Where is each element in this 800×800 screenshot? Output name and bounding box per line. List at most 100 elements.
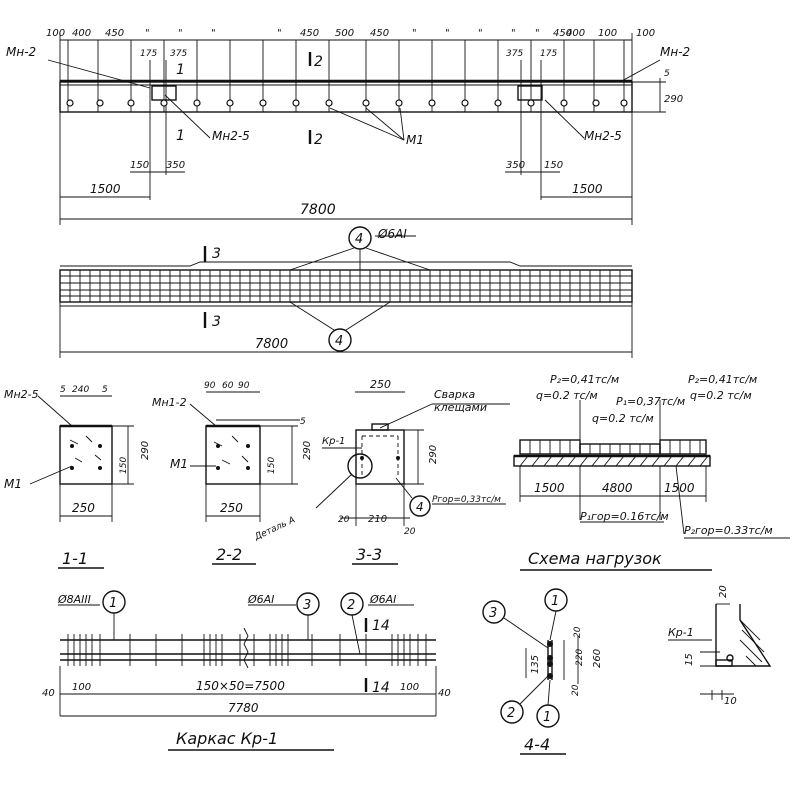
dim-ditto-4: " [277,28,282,39]
load-scheme: P₂=0,41тс/м q=0.2 тс/м P₁=0,37тс/м q=0.2… [513,373,790,571]
section-2-bottom: 2 [314,132,323,148]
dim-375-left: 375 [170,49,187,59]
dim-5-right: 5 [664,69,670,79]
section-3-top: 3 [212,246,221,262]
dim-span-left: 1500 [90,182,121,196]
dim-290-right: 290 [664,94,683,105]
load-span-right: 1500 [664,481,695,495]
frame-bar-left: Ø8АIII [57,593,91,606]
load-q-right: q=0.2 тс/м [690,389,752,402]
detail-frame-mark: Кр-1 [668,626,694,639]
sec44-callout-1-top-label: 1 [551,594,559,609]
bar-label-6ai: Ø6АI [377,227,407,241]
sec11-mark-bottom: М1 [4,477,22,491]
sec11-width: 250 [72,501,95,515]
dim-150-right: 150 [544,160,563,171]
dim-ditto-9: " [535,28,540,39]
plan-ticks [69,270,621,302]
dim-450-mid: 450 [300,28,319,39]
sec11-mark-top: Мн2-5 [4,388,39,401]
dim-350-right: 350 [506,160,525,171]
sec44-dim-20b: 20 [571,684,581,696]
dim-ditto-2: " [178,28,183,39]
sec22-title: 2-2 [216,545,242,564]
mark-mn2-right: Мн-2 [660,45,690,59]
sec44-dim-260: 260 [592,649,603,668]
sec44-callout-3 [482,600,506,624]
dim-450-mid2: 450 [370,28,389,39]
frame-dim-40a: 40 [42,688,55,699]
frame-total: 7780 [228,701,259,715]
load-q-mid: q=0.2 тс/м [592,412,654,425]
frame-section-top: 14 [372,618,390,634]
sec33-callout-label: 4 [416,500,424,514]
sec33-title: 3-3 [356,545,382,564]
dim-100-left: 100 [46,28,65,39]
load-q-left: q=0.2 тс/м [536,389,598,402]
callout-4-bottom-label: 4 [335,334,343,349]
sec33-width-top: 250 [370,378,391,391]
sec33-detail-label: Деталь А [252,515,296,543]
frame-title: Каркас Кр-1 [176,729,278,748]
sec11-height: 290 [140,441,151,460]
dim-350-left: 350 [166,160,185,171]
sec22-inner: 150 [267,457,277,474]
dim-ditto-8: " [511,28,516,39]
hole-row [66,99,628,107]
section-1-bottom: 1 [176,128,185,144]
frame-bar-mid: Ø6АI [247,593,274,606]
sec33-load-hor: Pгор=0,33тс/м [432,495,501,505]
sec33-frame-mark: Кр-1 [322,436,345,447]
load-p1-hor: P₁гор=0.16тс/м [580,510,669,523]
dim-total-length: 7800 [300,202,336,218]
load-span-mid: 4800 [602,481,633,495]
beam-plan: 4 Ø6АI 3 [59,226,633,358]
dim-span-right: 1500 [572,182,603,196]
frame-callout-1-label: 1 [109,596,117,611]
sec22-mark-top: Мн1-2 [152,396,187,409]
dim-450-right: 400 [566,28,585,39]
sec44-dim-20a: 20 [573,626,583,638]
sec33-weld-1: Сварка [434,388,476,401]
beam-elevation: 100 400 450 " " " " 450 500 450 " " " " … [6,28,690,225]
frame-kr1: Ø8АIII 1 Ø6АI 3 2 Ø6АI 14 [42,590,451,751]
dim-450-left: 450 [105,28,124,39]
section-4-4: 3 1 135 20 220 260 20 2 1 4-4 [482,588,603,755]
sec44-callout-1-bottom-label: 1 [543,710,551,725]
sec44-title: 4-4 [524,735,550,754]
sec22-dim-60: 60 [222,381,234,391]
sec33-height: 290 [428,445,439,464]
sec22-height: 290 [302,441,313,460]
dim-ditto-5: " [412,28,417,39]
sec44-dim-135: 135 [530,655,541,674]
mark-mn2-left: Мн-2 [6,45,36,59]
load-p2-right: P₂=0,41тс/м [688,373,757,386]
detail-a: 20 Кр-1 15 10 [668,585,772,707]
sec22-dim-5: 5 [300,417,306,427]
sec33-weld-2: клещами [434,401,487,414]
sec44-callout-2-label: 2 [507,706,515,721]
dim-ditto-7: " [478,28,483,39]
sec11-inner: 150 [119,457,129,474]
sec22-dim-90b: 90 [238,381,250,391]
sec33-callout [409,495,431,517]
callout-4-top-label: 4 [355,232,363,247]
frame-dim-100a: 100 [72,682,91,693]
dim-ditto-1: " [145,28,150,39]
detail-dim-top: 20 [718,585,729,598]
section-1-top: 1 [176,62,185,78]
dim-400-right: 100 [598,28,617,39]
dim-100-right: 100 [636,28,655,39]
sec11-dim-5b: 5 [102,385,108,395]
load-scheme-title: Схема нагрузок [528,549,662,568]
dim-ditto-6: " [445,28,450,39]
sec33-dim-20b: 20 [404,527,416,537]
frame-section-bottom: 14 [372,680,390,696]
dim-ditto-10: 450 [553,28,572,39]
load-p1: P₁=0,37тс/м [616,395,685,408]
mark-m1: М1 [406,133,424,147]
sec11-title: 1-1 [62,549,88,568]
frame-dim-main: 150×50=7500 [196,679,285,693]
